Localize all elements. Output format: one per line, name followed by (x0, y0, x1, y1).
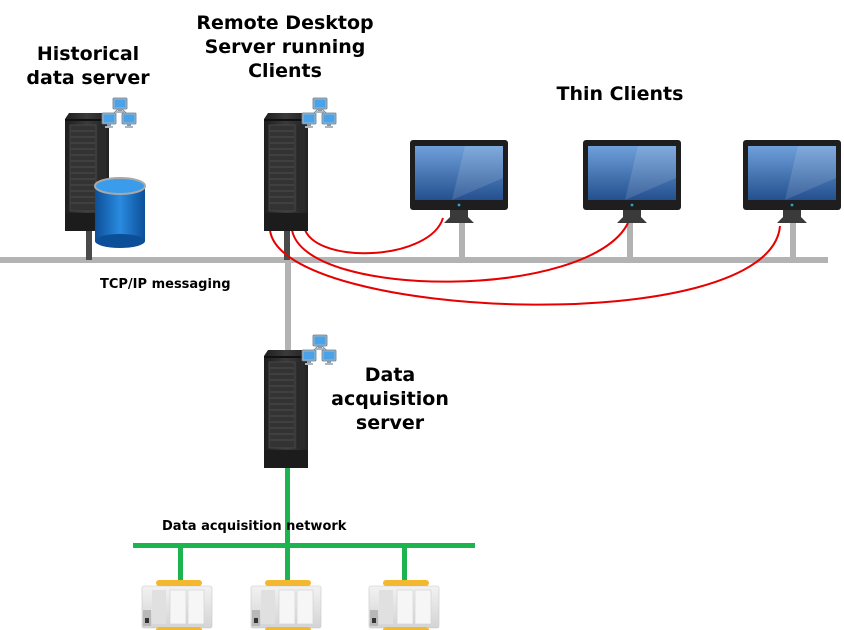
tcp-ip-drop-thin-client-1 (459, 218, 465, 260)
daq-drop-plc-2 (285, 546, 290, 582)
plc-device-3 (368, 579, 440, 630)
session-link-thin-client-1 (304, 217, 444, 255)
daq-drop-server (285, 468, 290, 548)
tcp-ip-drop-historical (86, 228, 92, 260)
thin-client-monitor-3 (743, 140, 841, 223)
tcp-ip-drop-thin-client-3 (790, 218, 796, 260)
data-acquisition-server-label: Data acquisition server (331, 364, 449, 434)
remote-desktop-server (263, 112, 309, 232)
tcp-ip-messaging-label: TCP/IP messaging (100, 277, 231, 292)
thin-clients-label: Thin Clients (556, 83, 684, 105)
tcp-ip-drop-rds (284, 228, 290, 260)
network-computers-icon (102, 98, 136, 128)
tcp-ip-drop-thin-client-2 (627, 218, 633, 260)
session-link-thin-client-2 (291, 222, 629, 283)
daq-drop-plc-1 (178, 546, 183, 582)
session-link-thin-client-3 (269, 225, 781, 306)
plc-device-1 (141, 579, 213, 630)
rds-server-label: Remote Desktop Server running Clients (196, 12, 374, 82)
tcp-ip-bus (0, 257, 828, 263)
database-cylinder-icon (94, 177, 146, 248)
network-computers-icon (302, 98, 336, 128)
thin-client-monitor-1 (410, 140, 508, 223)
data-acquisition-network-label: Data acquisition network (162, 519, 347, 534)
daq-network-bus (133, 543, 475, 548)
plc-device-2 (250, 579, 322, 630)
data-acquisition-server (263, 349, 309, 469)
tcp-ip-drop-daq (285, 260, 291, 350)
daq-drop-plc-3 (402, 546, 407, 582)
thin-client-monitor-2 (583, 140, 681, 223)
historical-data-server-label: Historical data server (26, 43, 150, 89)
network-computers-icon (302, 335, 336, 365)
